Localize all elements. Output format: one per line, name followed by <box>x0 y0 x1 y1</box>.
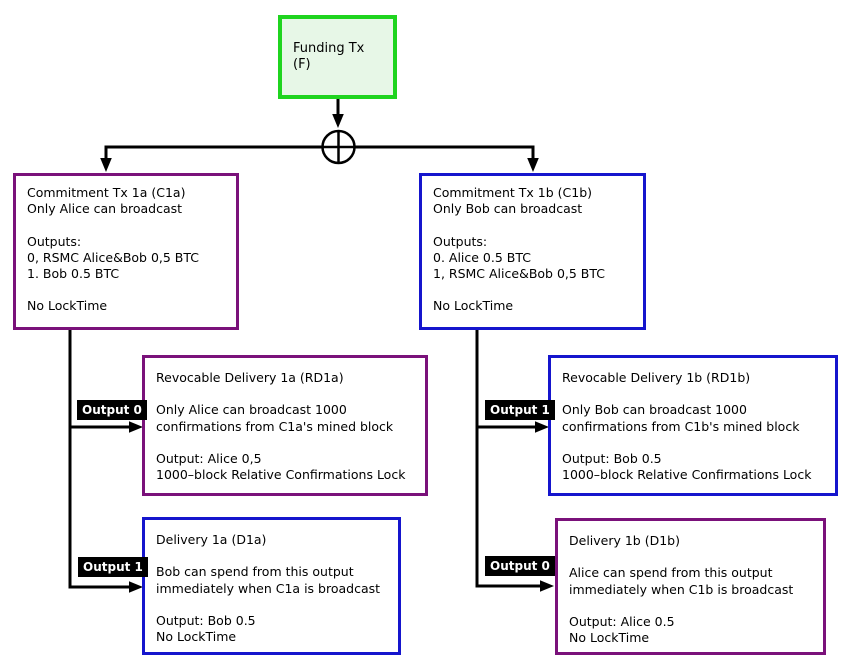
commitment-tx-1b-box: Commitment Tx 1b (C1b) Only Bob can broa… <box>419 173 646 330</box>
text-line: Only Alice can broadcast <box>27 201 183 217</box>
text-line <box>562 435 824 451</box>
text-line: Revocable Delivery 1b (RD1b) <box>562 370 751 385</box>
text-line <box>433 217 632 233</box>
text-line: Commitment Tx 1b (C1b) <box>433 185 593 200</box>
text-line: No LockTime <box>433 298 514 314</box>
text-line: immediately when C1b is broadcast <box>569 581 794 597</box>
text-line: confirmations from C1b's mined block <box>562 418 800 434</box>
c1a-output-stem <box>68 330 130 589</box>
text-line: Revocable Delivery 1a (RD1a) <box>156 370 344 385</box>
c1a-output0-badge: Output 0 <box>77 400 147 420</box>
text-line: Delivery 1a (D1a) <box>156 532 267 547</box>
c1b-output0-badge: Output 0 <box>485 556 555 576</box>
text-line: No LockTime <box>569 630 650 646</box>
text-line: Alice can spend from this output <box>569 565 773 581</box>
text-line <box>433 282 632 298</box>
arrowhead-down-c1b <box>527 158 539 172</box>
text-line <box>27 217 225 233</box>
text-line: No LockTime <box>156 629 237 645</box>
text-line: 1. Bob 0.5 BTC <box>27 266 120 281</box>
text-line <box>569 549 812 565</box>
delivery-1a-box: Delivery 1a (D1a) Bob can spend from thi… <box>142 517 401 655</box>
arrowhead-right-rd1b <box>535 421 549 433</box>
text-line: 0, RSMC Alice&Bob 0,5 BTC <box>27 249 200 265</box>
text-line: Only Bob can broadcast 1000 <box>562 402 747 418</box>
arrowhead-down-c1a <box>100 158 112 172</box>
text-line: 1, RSMC Alice&Bob 0,5 BTC <box>433 266 606 281</box>
delivery-1b-box: Delivery 1b (D1b) Alice can spend from t… <box>555 518 826 655</box>
text-line: Bob can spend from this output <box>156 564 354 580</box>
text-line: Output: Alice 0.5 <box>569 613 675 629</box>
arrowhead-right-d1a <box>129 581 143 593</box>
revocable-delivery-1a-box: Revocable Delivery 1a (RD1a) Only Alice … <box>142 355 428 496</box>
text-line: Outputs: <box>27 233 82 249</box>
text-line <box>27 282 225 298</box>
text-line: Output: Bob 0.5 <box>562 450 662 466</box>
funding-tx-label: Funding Tx (F) <box>293 40 365 72</box>
arrowhead-down-junction <box>332 114 344 128</box>
arrowhead-right-rd1a <box>129 421 143 433</box>
text-line <box>569 598 812 614</box>
text-line <box>156 548 387 564</box>
text-line: No LockTime <box>27 298 108 314</box>
funding-tx-box: Funding Tx (F) <box>278 15 397 99</box>
revocable-delivery-1b-box: Revocable Delivery 1b (RD1b) Only Bob ca… <box>548 355 838 496</box>
commitment-tx-1a-box: Commitment Tx 1a (C1a) Only Alice can br… <box>13 173 239 330</box>
text-line: Only Bob can broadcast <box>433 201 583 217</box>
text-line <box>562 386 824 402</box>
text-line: Only Alice can broadcast 1000 <box>156 402 347 418</box>
text-line: 0. Alice 0.5 BTC <box>433 249 531 265</box>
text-line: confirmations from C1a's mined block <box>156 418 394 434</box>
c1b-output1-badge: Output 1 <box>485 400 555 420</box>
arrowhead-right-d1b <box>540 580 554 592</box>
c1a-output1-badge: Output 1 <box>78 557 148 577</box>
text-line <box>156 386 414 402</box>
text-line: 1000–block Relative Confirmations Lock <box>156 467 406 483</box>
text-line <box>156 597 387 613</box>
text-line: Output: Alice 0,5 <box>156 450 262 466</box>
text-line: 1000–block Relative Confirmations Lock <box>562 467 812 483</box>
text-line: immediately when C1a is broadcast <box>156 580 381 596</box>
text-line: Output: Bob 0.5 <box>156 612 256 628</box>
c1b-output-stem <box>475 330 541 588</box>
text-line <box>156 435 414 451</box>
text-line: Delivery 1b (D1b) <box>569 533 680 548</box>
text-line: Commitment Tx 1a (C1a) <box>27 185 186 200</box>
text-line: Outputs: <box>433 233 488 249</box>
